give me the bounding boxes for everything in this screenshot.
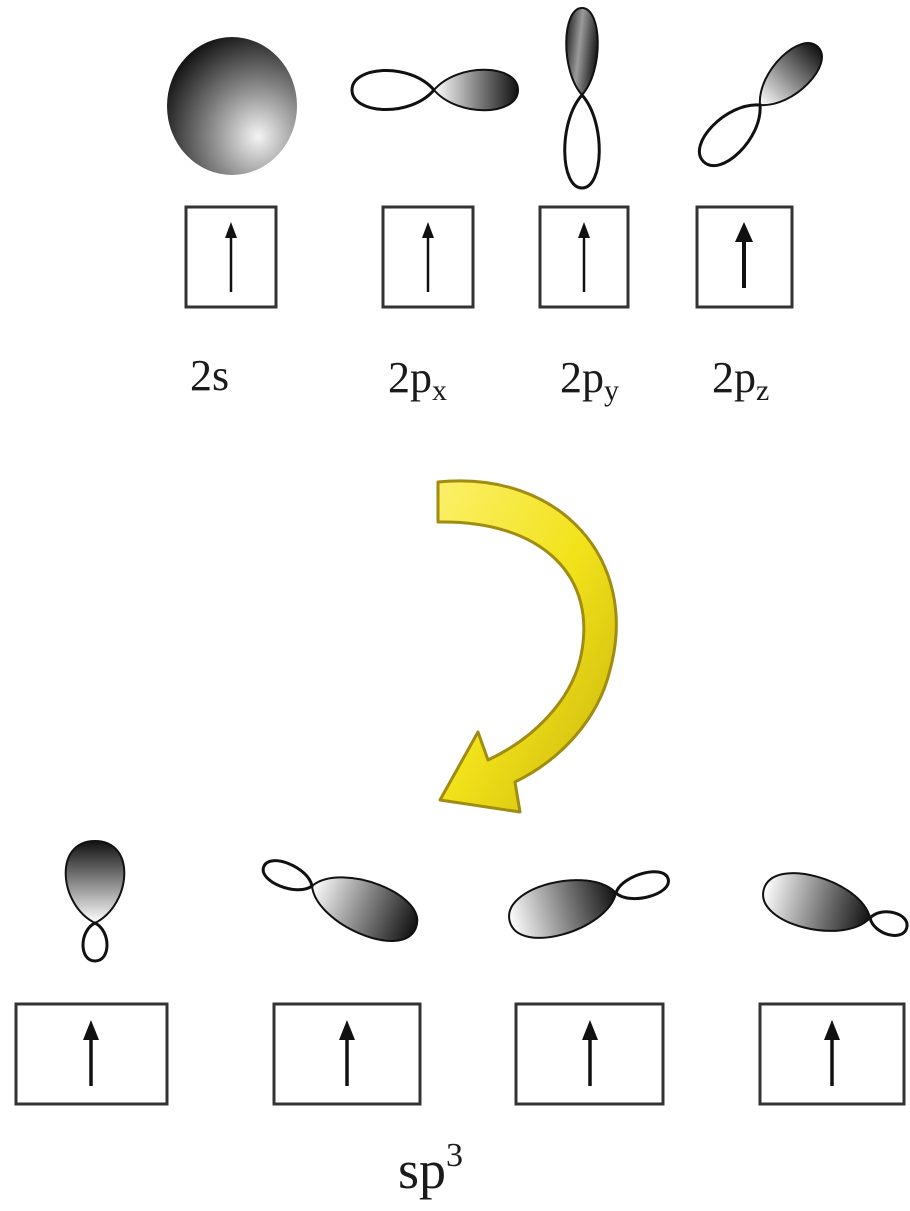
spin-up-arrow-icon bbox=[824, 1020, 840, 1086]
hybrid-box-3 bbox=[514, 1002, 665, 1106]
label-2pz: 2pz bbox=[712, 353, 769, 407]
orbital-2px-icon bbox=[350, 68, 520, 112]
label-2px: 2px bbox=[388, 353, 447, 407]
hybrid-orbital-3-icon bbox=[508, 870, 670, 939]
hybrid-box-4 bbox=[758, 1002, 906, 1106]
spin-up-arrow-icon bbox=[582, 1020, 598, 1086]
orbital-2s-sphere-icon bbox=[167, 37, 297, 175]
box-2pz bbox=[695, 205, 794, 309]
orbital-2py-icon bbox=[563, 6, 601, 190]
hybrid-box-2 bbox=[272, 1002, 422, 1106]
box-2py bbox=[538, 205, 630, 309]
curved-arrow-icon bbox=[436, 479, 618, 814]
orbital-2pz-icon bbox=[697, 42, 823, 168]
spin-up-arrow-icon bbox=[83, 1020, 99, 1086]
spin-up-arrow-icon bbox=[339, 1020, 355, 1086]
hybrid-orbital-1-icon bbox=[64, 839, 126, 963]
label-sp3: sp3 bbox=[398, 1137, 463, 1200]
label-2py: 2py bbox=[560, 353, 619, 407]
spin-up-arrow-icon bbox=[578, 222, 590, 292]
hybrid-box-1 bbox=[14, 1002, 169, 1106]
hybrid-orbital-4-icon bbox=[762, 872, 909, 937]
spin-up-arrow-icon bbox=[422, 222, 434, 292]
label-2s: 2s bbox=[190, 351, 229, 400]
hybrid-orbital-2-icon bbox=[261, 859, 419, 942]
box-2px bbox=[381, 205, 475, 309]
box-2s bbox=[184, 205, 278, 309]
spin-up-arrow-icon bbox=[735, 222, 753, 288]
spin-up-arrow-icon bbox=[225, 222, 237, 292]
